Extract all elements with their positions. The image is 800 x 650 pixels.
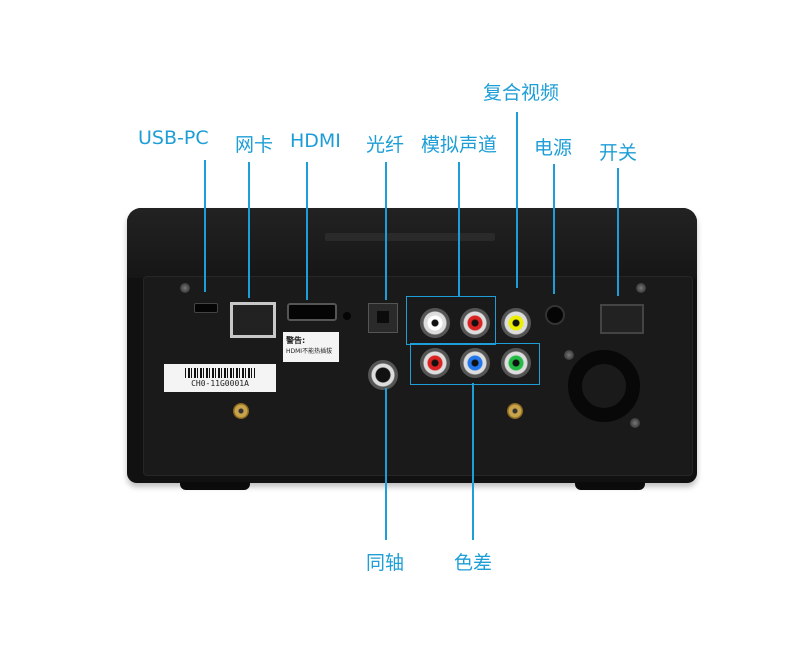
barcode bbox=[185, 368, 255, 378]
callout-line-optical bbox=[385, 162, 387, 300]
warning-text: HDMI不能热插拔 bbox=[286, 348, 333, 355]
callout-line-switch bbox=[617, 168, 619, 296]
label-composite-video: 复合视频 bbox=[483, 82, 560, 104]
screw-icon bbox=[636, 283, 646, 293]
coaxial-port bbox=[368, 360, 398, 390]
label-coaxial: 同轴 bbox=[366, 552, 405, 574]
label-analog-audio: 模拟声道 bbox=[421, 134, 498, 156]
antenna-connector bbox=[507, 403, 523, 419]
serial-sticker: CH0-11G0001A bbox=[164, 364, 276, 392]
usb-port bbox=[194, 303, 218, 313]
hdmi-warning-sticker: 警告: HDMI不能热插拔 bbox=[283, 332, 339, 362]
label-optical: 光纤 bbox=[366, 134, 405, 156]
callout-line-analog bbox=[458, 162, 460, 296]
composite-video-port bbox=[501, 308, 531, 338]
serial-number: CH0-11G0001A bbox=[191, 379, 249, 388]
audio-right-port bbox=[460, 308, 490, 338]
screw-icon bbox=[180, 283, 190, 293]
power-jack bbox=[545, 305, 565, 325]
component-pb-port bbox=[460, 348, 490, 378]
callout-line-lan bbox=[248, 162, 250, 298]
callout-line-component bbox=[472, 383, 474, 540]
label-usb-pc: USB-PC bbox=[138, 127, 209, 149]
callout-line-power bbox=[553, 164, 555, 294]
fan-vent-icon bbox=[568, 350, 640, 422]
label-component: 色差 bbox=[454, 552, 493, 574]
label-hdmi: HDMI bbox=[290, 130, 341, 152]
hdmi-port bbox=[287, 303, 337, 321]
antenna-connector bbox=[233, 403, 249, 419]
optical-port bbox=[368, 303, 398, 333]
device-foot-right bbox=[575, 482, 645, 490]
screw-icon bbox=[630, 418, 640, 428]
callout-line-hdmi bbox=[306, 162, 308, 300]
ir-sensor bbox=[343, 312, 351, 320]
device-logo-strip bbox=[325, 233, 495, 241]
callout-line-composite bbox=[516, 112, 518, 288]
label-switch: 开关 bbox=[599, 142, 638, 164]
label-power: 电源 bbox=[534, 137, 573, 159]
power-switch[interactable] bbox=[600, 304, 644, 334]
component-y-port bbox=[501, 348, 531, 378]
screw-icon bbox=[564, 350, 574, 360]
component-highlight bbox=[410, 343, 540, 385]
analog-audio-highlight bbox=[406, 296, 496, 345]
device-top-cover bbox=[127, 208, 697, 278]
callout-line-coaxial bbox=[385, 388, 387, 540]
callout-line-usb bbox=[204, 160, 206, 292]
audio-left-port bbox=[420, 308, 450, 338]
ethernet-port bbox=[230, 302, 276, 338]
warning-title: 警告: bbox=[286, 336, 306, 345]
device-foot-left bbox=[180, 482, 250, 490]
label-lan: 网卡 bbox=[235, 134, 274, 156]
component-pr-port bbox=[420, 348, 450, 378]
